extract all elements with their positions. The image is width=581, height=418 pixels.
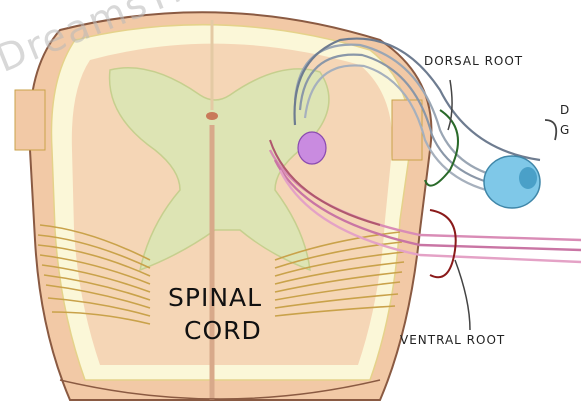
ventral-root-label: VENTRAL ROOT bbox=[400, 333, 505, 347]
left-lateral-column bbox=[15, 90, 45, 150]
central-canal bbox=[206, 112, 218, 120]
dorsal-root-label: DORSAL ROOT bbox=[424, 54, 523, 68]
ganglion-pointer bbox=[545, 120, 556, 140]
cord-label: CORD bbox=[184, 316, 262, 346]
ganglion-neuron bbox=[519, 167, 537, 189]
ganglion-label: D G bbox=[560, 100, 570, 140]
ventral-root-pointer bbox=[430, 210, 456, 277]
sensory-neuron-body bbox=[298, 132, 326, 164]
spinal-label: SPINAL bbox=[168, 283, 262, 313]
right-lateral-column bbox=[392, 100, 422, 160]
ventral-label-leader bbox=[455, 260, 470, 330]
